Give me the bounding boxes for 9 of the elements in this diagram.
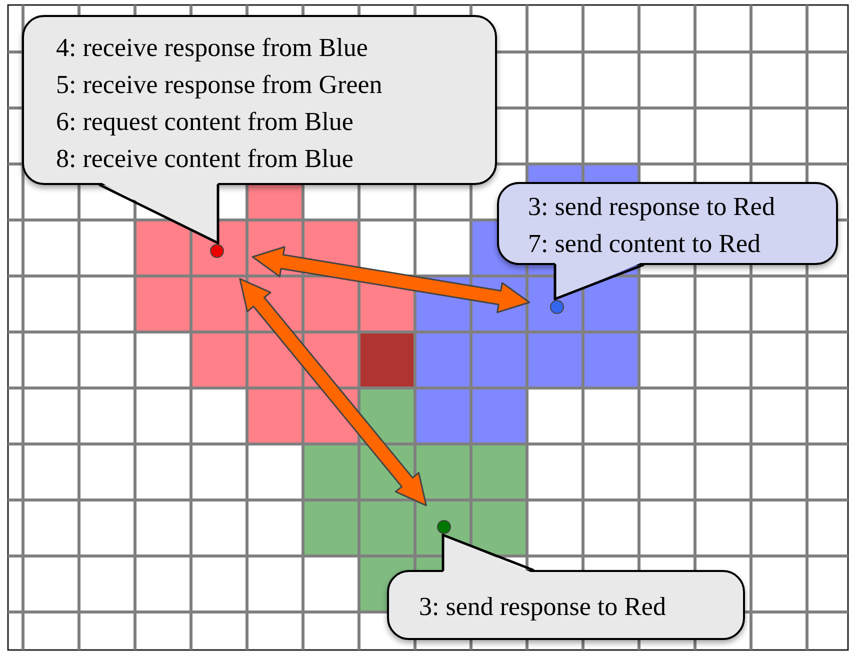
callout-text: 3: send response to Red	[419, 591, 667, 623]
callout-text: 7: send content to Red	[528, 228, 762, 260]
double-arrow	[252, 246, 530, 314]
callout-text: 5: receive response from Green	[56, 69, 384, 101]
callout-text: 4: receive response from Blue	[56, 32, 369, 64]
callout-text: 3: send response to Red	[528, 191, 776, 223]
double-arrow	[239, 278, 427, 506]
callout-text: 6: request content from Blue	[56, 106, 354, 138]
callout-text: 8: receive content from Blue	[56, 143, 354, 175]
